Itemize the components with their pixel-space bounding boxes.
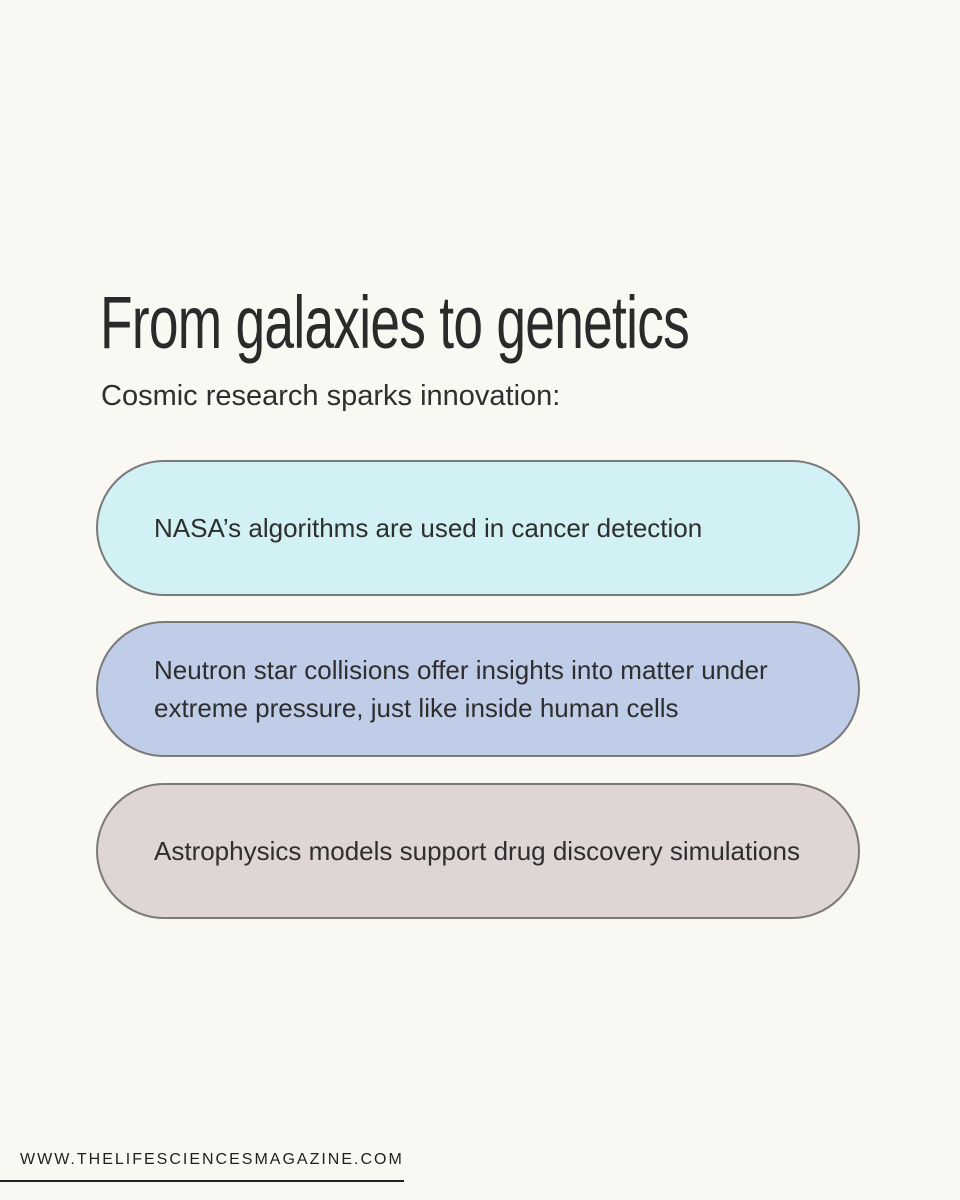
- info-pill-text: Neutron star collisions offer insights i…: [154, 655, 768, 723]
- info-pill-astrophysics-models: Astrophysics models support drug discove…: [96, 783, 860, 919]
- info-pill-text: NASA’s algorithms are used in cancer det…: [154, 513, 703, 543]
- info-pill-neutron-stars: Neutron star collisions offer insights i…: [96, 621, 860, 757]
- info-pill-text: Astrophysics models support drug discove…: [154, 836, 800, 866]
- info-pill-nasa-algorithms: NASA’s algorithms are used in cancer det…: [96, 460, 860, 596]
- footer-divider: [0, 1180, 404, 1182]
- footer-website-url: WWW.THELIFESCIENCESMAGAZINE.COM: [20, 1151, 404, 1168]
- subtitle: Cosmic research sparks innovation:: [101, 380, 561, 412]
- headline: From galaxies to genetics: [100, 281, 690, 364]
